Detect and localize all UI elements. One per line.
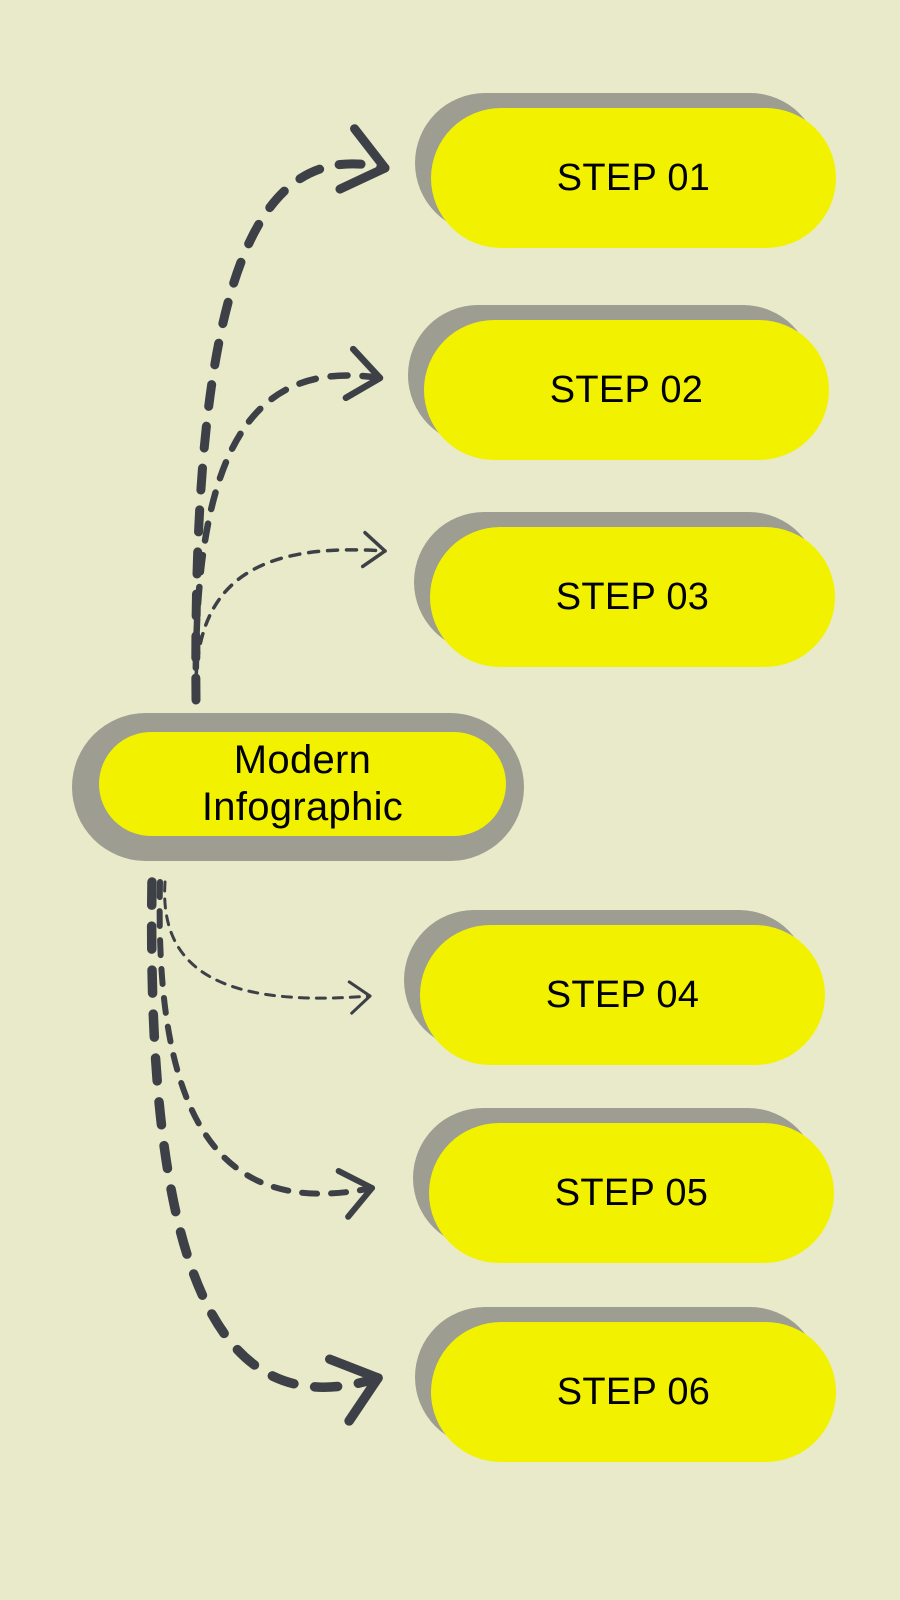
step-box-02-label: STEP 02 bbox=[549, 368, 704, 411]
central-node-label: Modern Infographic bbox=[201, 737, 404, 829]
connector-to-step-03 bbox=[194, 530, 387, 702]
central-node[interactable]: Modern Infographic bbox=[72, 713, 524, 861]
step-box-03-label: STEP 03 bbox=[555, 575, 710, 618]
step-box-06-face: STEP 06 bbox=[431, 1322, 836, 1462]
connector-to-step-01-arrowhead-icon bbox=[335, 124, 390, 194]
step-box-01-face: STEP 01 bbox=[431, 108, 836, 248]
step-box-03[interactable]: STEP 03 bbox=[414, 512, 835, 667]
step-box-06-label: STEP 06 bbox=[556, 1370, 711, 1413]
connector-to-step-03-arrowhead-icon bbox=[360, 530, 387, 569]
connector-to-step-06-arrowhead-icon bbox=[325, 1354, 383, 1426]
step-box-02-face: STEP 02 bbox=[424, 320, 829, 460]
connector-to-step-01 bbox=[191, 124, 390, 705]
step-box-05-face: STEP 05 bbox=[429, 1123, 834, 1263]
connector-to-step-02 bbox=[192, 345, 384, 704]
step-box-04-face: STEP 04 bbox=[420, 925, 825, 1065]
step-box-01-label: STEP 01 bbox=[556, 156, 711, 199]
step-box-06[interactable]: STEP 06 bbox=[415, 1307, 836, 1462]
connector-to-step-05 bbox=[156, 879, 375, 1220]
step-box-05-label: STEP 05 bbox=[554, 1171, 709, 1214]
connector-to-step-04-arrowhead-icon bbox=[347, 980, 372, 1015]
connector-to-step-02-arrowhead-icon bbox=[342, 345, 384, 402]
connector-to-step-06 bbox=[146, 877, 383, 1426]
central-node-face: Modern Infographic bbox=[99, 732, 506, 836]
connector-to-step-05-arrowhead-icon bbox=[335, 1168, 375, 1220]
connector-to-step-04 bbox=[163, 880, 372, 1015]
step-box-01[interactable]: STEP 01 bbox=[415, 93, 836, 248]
step-box-03-face: STEP 03 bbox=[430, 527, 835, 667]
step-box-02[interactable]: STEP 02 bbox=[408, 305, 829, 460]
step-box-04[interactable]: STEP 04 bbox=[404, 910, 825, 1065]
step-box-04-label: STEP 04 bbox=[545, 973, 700, 1016]
step-box-05[interactable]: STEP 05 bbox=[413, 1108, 834, 1263]
